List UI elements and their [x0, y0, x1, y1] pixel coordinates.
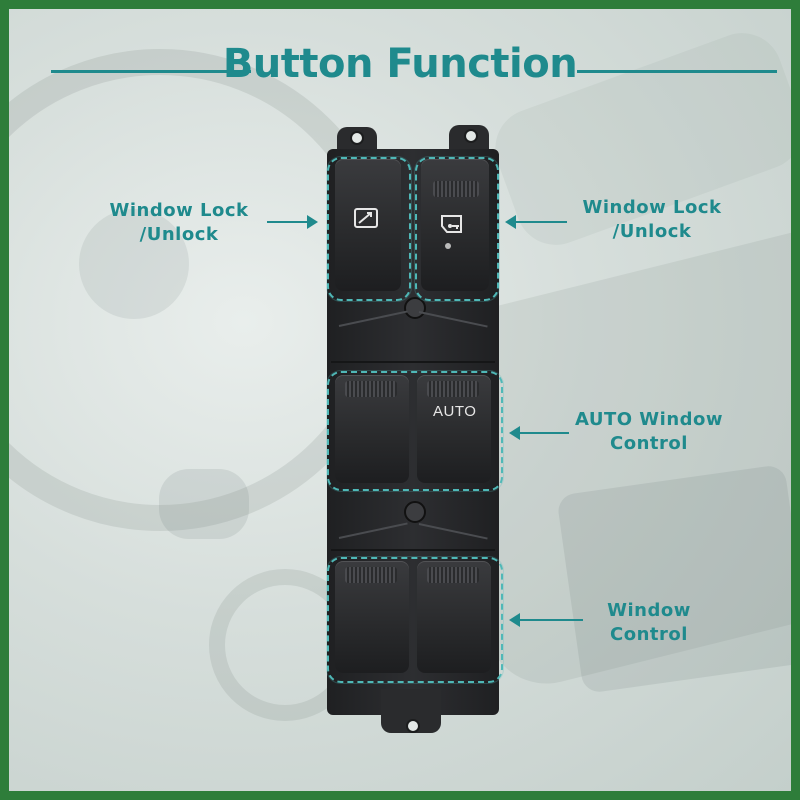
- arrow-line: [515, 221, 567, 223]
- arrow-line: [519, 619, 583, 621]
- door-lock-icon: [441, 215, 462, 233]
- callout-line: Control: [610, 624, 688, 645]
- switch-grip: [345, 381, 397, 397]
- left-lock-button[interactable]: [335, 159, 401, 291]
- callout-line: Window: [607, 600, 691, 621]
- arrow-right-icon: [307, 215, 318, 229]
- auto-label: AUTO: [433, 403, 477, 420]
- arrow-left-icon: [509, 613, 520, 627]
- callout-line: Window Lock: [109, 200, 249, 221]
- callout-line: Control: [610, 433, 688, 454]
- callout-line: AUTO Window: [574, 409, 724, 430]
- highlight-window: [327, 557, 503, 683]
- arrow-line: [519, 432, 569, 434]
- title-rule-right: [577, 70, 777, 73]
- callout-line: Window Lock: [582, 197, 722, 218]
- callout-line: /Unlock: [139, 224, 219, 245]
- mount-hole-right: [464, 129, 478, 143]
- background-wheel-hub: [79, 209, 189, 319]
- screw-middle: [404, 501, 426, 523]
- window-switch-unit: AUTO: [9, 9, 791, 791]
- callout-line: /Unlock: [612, 221, 692, 242]
- right-lock-grip: [433, 181, 479, 197]
- arrow-line: [267, 221, 309, 223]
- highlight-left-lock: [327, 157, 411, 301]
- switch-grip: [427, 567, 479, 583]
- callout-auto-window: AUTO Window Control: [564, 408, 734, 456]
- divider: [331, 361, 495, 363]
- screw-top: [404, 297, 426, 319]
- switch-grip: [345, 567, 397, 583]
- highlight-right-lock: [415, 157, 499, 301]
- page-title: Button Function: [222, 41, 578, 87]
- background-control: [159, 469, 249, 539]
- mount-hole-bottom: [406, 719, 420, 733]
- divider: [331, 549, 495, 551]
- highlight-auto-window: [327, 371, 503, 491]
- title-rule-left: [51, 70, 251, 73]
- window-lock-icon: [354, 208, 378, 228]
- callout-right-lock: Window Lock /Unlock: [567, 196, 737, 244]
- mount-hole-left: [350, 131, 364, 145]
- switch-grip: [427, 381, 479, 397]
- callout-left-lock: Window Lock /Unlock: [89, 199, 269, 247]
- arrow-left-icon: [509, 426, 520, 440]
- header: Button Function: [9, 37, 791, 97]
- indicator-dot: [445, 243, 451, 249]
- arrow-left-icon: [505, 215, 516, 229]
- callout-window: Window Control: [569, 599, 729, 647]
